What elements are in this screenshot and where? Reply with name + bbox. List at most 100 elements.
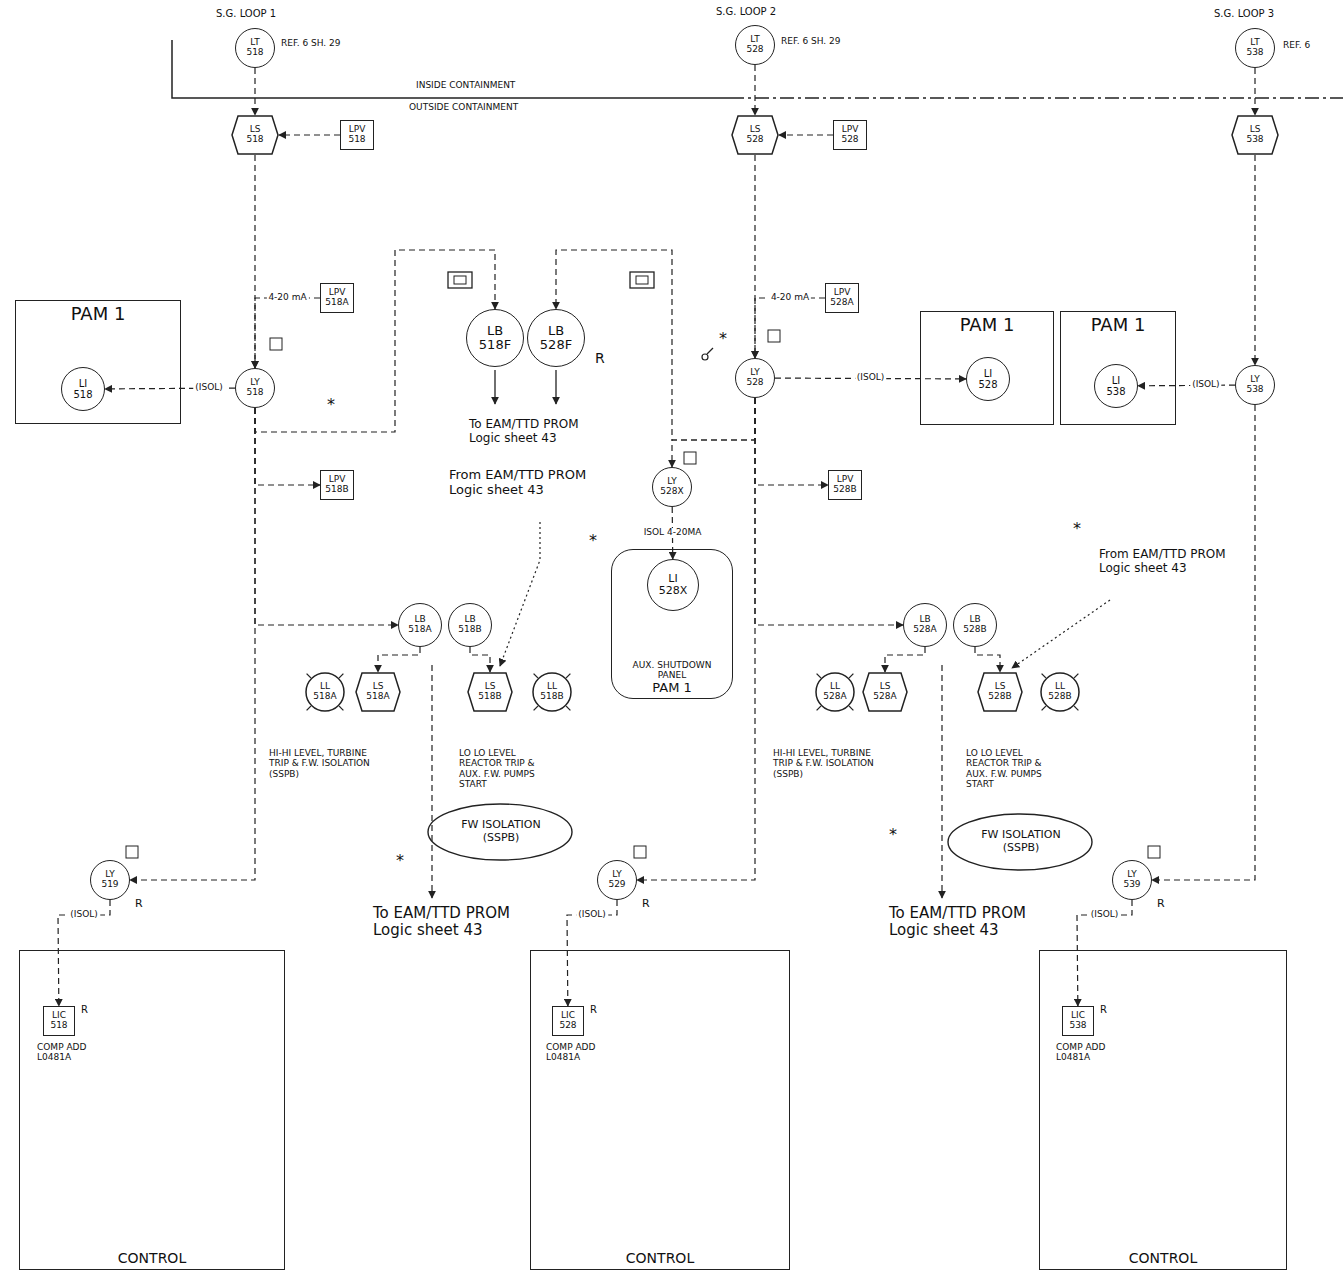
test-jack-symbol — [448, 272, 472, 288]
lamp-symbol: LL528B — [1040, 672, 1080, 712]
tag-text: 528F — [540, 338, 572, 352]
indicator-square: LIC528 — [552, 1006, 584, 1036]
switch-hexagon: LS528B — [977, 672, 1023, 712]
lamp-outline — [306, 673, 344, 711]
lamp-ray — [849, 706, 853, 710]
tag-text: 518 — [50, 1021, 67, 1031]
line-label: 4-20 mA — [266, 293, 308, 303]
tag-text-group: LIC518 — [50, 1011, 67, 1031]
switch-symbol — [707, 348, 713, 354]
lamp-ray — [1042, 706, 1046, 710]
containment-boundary — [730, 97, 1343, 99]
output-arrow — [494, 370, 495, 404]
instrument-bubble: LI528 — [966, 357, 1010, 401]
tag-text-group: AUX. SHUTDOWN PANELPAM 1 — [620, 661, 724, 695]
tag-text-group: LY529 — [608, 870, 625, 890]
lamp-ray — [566, 674, 570, 678]
note-label: R — [1156, 898, 1166, 911]
tag-text-group: LPV528B — [833, 475, 856, 495]
tag-text-group: LB518B — [458, 615, 481, 635]
note-label: R — [1099, 1004, 1108, 1016]
tag-text: LT — [1246, 38, 1263, 48]
tag-text: 518 — [246, 135, 263, 145]
tag-text: LS — [988, 682, 1011, 692]
signal-line — [255, 408, 398, 625]
tag-text: 538 — [1246, 385, 1263, 395]
tag-text-group: LL518A — [313, 682, 336, 702]
indicator-square: LPV528B — [828, 470, 862, 500]
tag-text: 528 — [978, 379, 997, 390]
shutdown-panel: AUX. SHUTDOWN PANELPAM 1LI528X — [611, 549, 733, 699]
note-label: R — [594, 350, 606, 366]
signal-line — [1254, 68, 1255, 115]
signal-line — [255, 408, 320, 485]
tag-text: LIC — [1069, 1011, 1086, 1021]
tag-text: 518A — [366, 692, 389, 702]
signal-line — [755, 398, 903, 625]
tag-text: 528B — [988, 692, 1011, 702]
tag-text-group: LS528 — [746, 125, 763, 145]
tag-text-group: LT518 — [246, 38, 263, 58]
tag-square — [126, 846, 138, 858]
handwritten-oval — [948, 814, 1092, 870]
instrument-bubble: LI518 — [61, 367, 105, 411]
line-label: ISOL 4-20MA — [642, 528, 704, 538]
indicator-square: LPV518 — [340, 120, 374, 150]
indicator-square: LIC518 — [43, 1006, 75, 1036]
tag-text-group: PAM 1 — [71, 304, 126, 324]
hexagon-outline — [356, 673, 400, 711]
tag-text: LT — [246, 38, 263, 48]
signal-line — [556, 250, 755, 440]
tag-text-group: PAM 1 — [1091, 315, 1146, 335]
tag-text-group: LY528X — [660, 477, 683, 497]
tag-text: LB — [408, 615, 431, 625]
lamp-ray — [307, 674, 311, 678]
instrument-bubble: LY519 — [90, 860, 130, 900]
tag-text: LB — [963, 615, 986, 625]
instrument-bubble: LT538 — [1235, 28, 1275, 68]
signal-line — [755, 398, 828, 485]
tag-text: 528B — [963, 625, 986, 635]
tag-text-group: LPV518 — [348, 125, 365, 145]
tag-text: LI — [73, 378, 92, 389]
note-label: * — [1072, 520, 1082, 538]
instrument-bubble: LY539 — [1112, 860, 1152, 900]
tag-text: LPV — [325, 288, 348, 298]
lamp-ray — [1074, 674, 1078, 678]
note-label: To EAM/TTD PROM Logic sheet 43 — [468, 418, 595, 446]
note-label: S.G. LOOP 1 — [215, 8, 277, 20]
tag-text: LS — [746, 125, 763, 135]
note-label: COMP ADD L0481A — [1055, 1042, 1117, 1063]
signal-line — [779, 134, 833, 135]
tag-text: LI — [659, 573, 688, 585]
signal-line — [470, 647, 490, 672]
note-label: * — [588, 532, 598, 550]
switch-hexagon: LS518B — [467, 672, 513, 712]
signal-line — [254, 68, 255, 115]
tag-text: 528X — [660, 487, 683, 497]
lamp-outline — [533, 673, 571, 711]
logic-input-line — [500, 522, 540, 666]
note-label: S.G. LOOP 2 — [715, 6, 777, 18]
note-label: To EAM/TTD PROM Logic sheet 43 — [372, 905, 514, 940]
tag-text-group: LPV518A — [325, 288, 348, 308]
tag-text-group: PAM 1 — [960, 315, 1015, 335]
tag-square — [634, 846, 646, 858]
tag-text: CONTROL — [118, 1251, 186, 1266]
lamp-ray — [1042, 674, 1046, 678]
panel-box: CONTROLLIC528 — [530, 950, 790, 1270]
tag-text: 519 — [101, 880, 118, 890]
panel-box: PAM 1 LI528 — [920, 311, 1054, 425]
tag-text-group: LI518 — [73, 378, 92, 400]
signal-line — [885, 647, 925, 672]
tag-text: 528B — [833, 485, 856, 495]
note-label: OUTSIDE CONTAINMENT — [408, 102, 519, 112]
tag-text-group: LY528 — [746, 368, 763, 388]
tag-text: LY — [1246, 375, 1263, 385]
signal-line — [754, 65, 755, 115]
tag-text: 518 — [348, 135, 365, 145]
tag-text: 518A — [313, 692, 336, 702]
tag-text-group: LY539 — [1123, 870, 1140, 890]
tag-text-group: LS528B — [988, 682, 1011, 702]
